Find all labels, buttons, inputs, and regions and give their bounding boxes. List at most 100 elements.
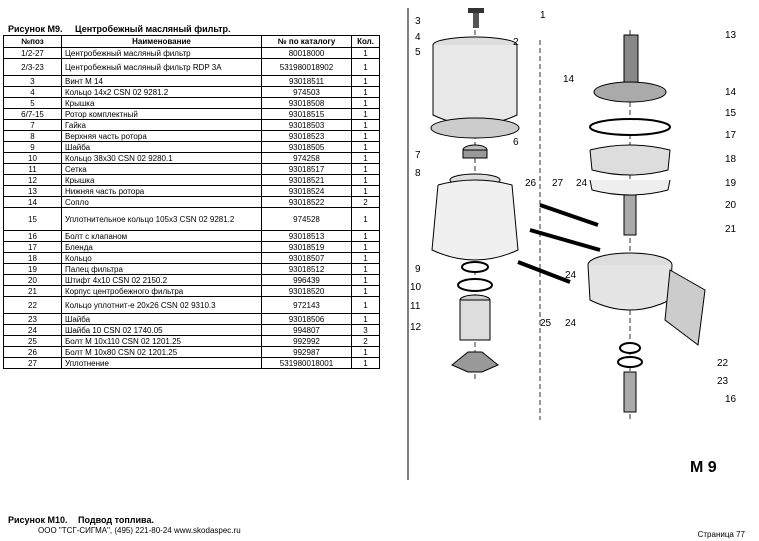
cell-catalog: 93018517 [261, 163, 352, 175]
callout-1: 1 [540, 10, 546, 21]
cell-qty: 1 [351, 119, 380, 131]
cell-qty: 1 [351, 141, 380, 153]
callout-3: 3 [415, 16, 421, 27]
mesh-part [459, 294, 491, 341]
parts-table: №поз Наименование № по каталогу Кол. 1/2… [3, 35, 380, 369]
cell-catalog: 992987 [261, 346, 352, 358]
bolt-25a [529, 228, 601, 252]
cell-catalog: 93018520 [261, 285, 352, 297]
ring-part [457, 278, 493, 292]
screw-part [468, 8, 484, 28]
cell-catalog: 93018506 [261, 313, 352, 325]
callout-24c: 24 [565, 318, 577, 329]
cell-pos: 15 [3, 207, 62, 231]
cell-qty: 1 [351, 263, 380, 275]
col-header-name: Наименование [61, 35, 262, 48]
seal-22-part [619, 342, 641, 354]
cell-catalog: 974528 [261, 207, 352, 231]
cell-catalog: 974258 [261, 152, 352, 164]
callout-7: 7 [415, 150, 421, 161]
cell-name: Кольцо уплотнит-е 20x26 CSN 02 9310.3 [61, 296, 262, 314]
cell-name: Винт М 14 [61, 75, 262, 87]
callout-26: 26 [525, 178, 537, 189]
next-figure-title: Рисунок М10. Подвод топлива. [8, 515, 162, 525]
figure-code: M 9 [690, 459, 717, 476]
cell-pos: 12 [3, 174, 62, 186]
cell-pos: 8 [3, 130, 62, 142]
cell-pos: 24 [3, 324, 62, 336]
filter-pin-part [623, 194, 637, 236]
callout-5: 5 [415, 47, 421, 58]
cell-name: Верхняя часть ротора [61, 130, 262, 142]
cell-name: Шайба 10 CSN 02 1740.05 [61, 324, 262, 336]
cell-qty: 1 [351, 174, 380, 186]
col-header-pos: №поз [3, 35, 62, 48]
callout-8: 8 [415, 168, 421, 179]
callout-11: 11 [410, 301, 421, 312]
cell-pos: 3 [3, 75, 62, 87]
callout-9: 9 [415, 264, 421, 275]
cell-name: Палец фильтра [61, 263, 262, 275]
col-header-catalog: № по каталогу [261, 35, 352, 48]
cell-catalog: 93018519 [261, 241, 352, 253]
cell-name: Болт М 10x110 CSN 02 1201.25 [61, 335, 262, 347]
cell-name: Штифт 4x10 CSN 02 2150.2 [61, 274, 262, 286]
cell-qty: 1 [351, 346, 380, 358]
nut-part [462, 144, 488, 159]
cell-qty: 3 [351, 324, 380, 336]
cell-name: Сопло [61, 196, 262, 208]
cell-qty: 1 [351, 285, 380, 297]
cell-catalog: 992992 [261, 335, 352, 347]
cell-name: Бленда [61, 241, 262, 253]
cell-qty: 1 [351, 207, 380, 231]
callout-27: 27 [552, 178, 564, 189]
cell-qty: 1 [351, 274, 380, 286]
cell-catalog: 93018511 [261, 75, 352, 87]
valve-bolt-16 [623, 371, 637, 413]
cell-catalog: 974503 [261, 86, 352, 98]
callout-24b: 24 [565, 270, 577, 281]
callout-15: 15 [725, 108, 737, 119]
ring-18-part [589, 179, 671, 196]
cell-pos: 14 [3, 196, 62, 208]
cell-qty: 1 [351, 252, 380, 264]
cell-name: Болт с клапаном [61, 230, 262, 242]
callout-10: 10 [410, 282, 422, 293]
callout-4: 4 [415, 32, 421, 43]
cell-pos: 5 [3, 97, 62, 109]
bolt-25b [517, 260, 571, 284]
cell-catalog: 93018507 [261, 252, 352, 264]
cell-catalog: 531980018902 [261, 58, 352, 76]
callout-25: 25 [540, 318, 552, 329]
seal-ring-part [589, 118, 671, 136]
cell-qty: 1 [351, 58, 380, 76]
rotor-lower-part [593, 34, 667, 103]
callout-17: 17 [725, 130, 737, 141]
cell-pos: 22 [3, 296, 62, 314]
lower-cover-part [451, 351, 499, 373]
cell-catalog: 93018522 [261, 196, 352, 208]
bolt-26 [539, 203, 599, 227]
cell-qty: 1 [351, 47, 380, 59]
cell-qty: 1 [351, 230, 380, 242]
rotor-upper-part [431, 173, 519, 261]
callout-19: 19 [725, 178, 737, 189]
cell-catalog: 93018503 [261, 119, 352, 131]
company-info: ООО "ТСГ-СИГМА", (495) 221-80-24 www.sko… [38, 526, 241, 535]
cell-catalog: 93018524 [261, 185, 352, 197]
